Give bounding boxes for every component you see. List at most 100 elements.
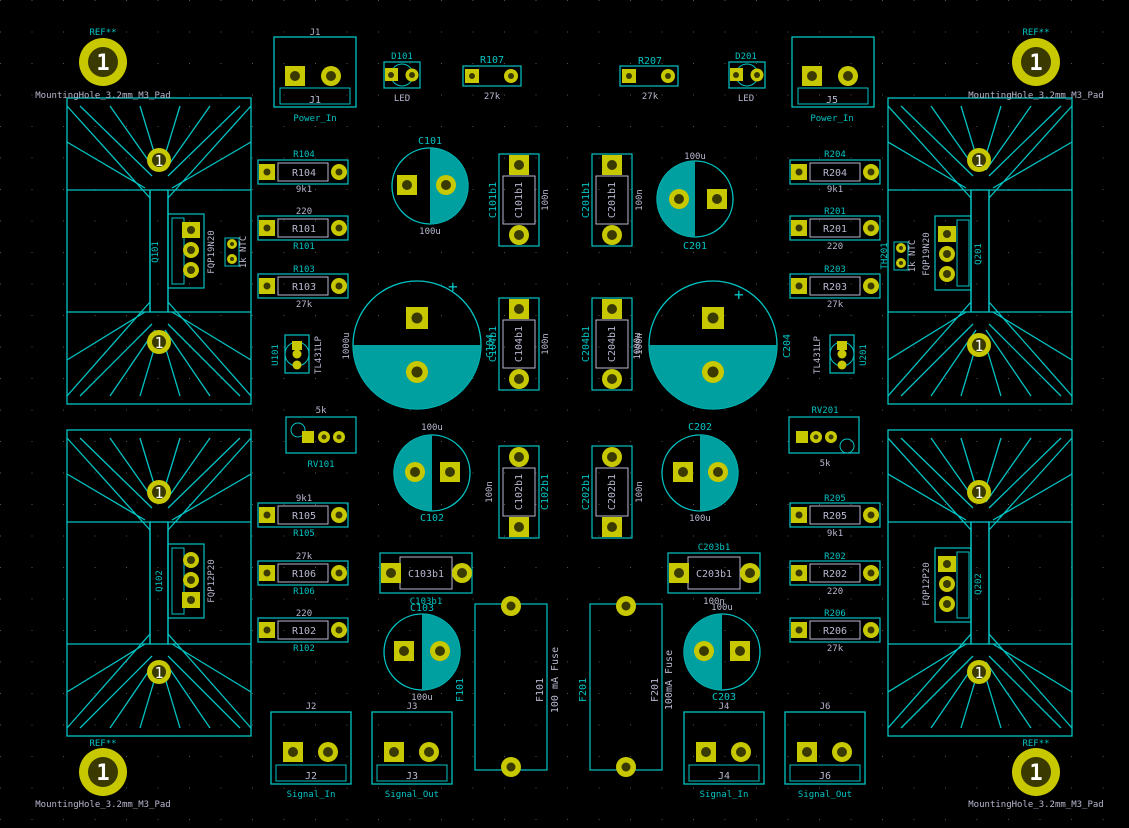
svg-text:R201: R201 (823, 224, 847, 235)
capacitor-c104[interactable]: + 1000u C104 (342, 277, 496, 410)
svg-text:RV201: RV201 (811, 406, 838, 416)
film-capacitor-c101b1[interactable]: C101b1 C101b1 100n (488, 153, 551, 247)
resistor-r101[interactable]: 220 R101 R101 (257, 207, 349, 252)
svg-text:1: 1 (1029, 761, 1042, 786)
resistor-r204[interactable]: R204 R204 9k1 (789, 150, 881, 195)
film-capacitor-c204b1[interactable]: C204b1 C204b1 100n (581, 297, 645, 391)
led-d201[interactable]: D201 LED (728, 52, 766, 104)
svg-text:J2: J2 (305, 771, 317, 782)
svg-text:R202: R202 (824, 552, 846, 562)
svg-text:1: 1 (154, 334, 163, 352)
film-capacitor-c201b1[interactable]: C201b1 C201b1 100n (581, 153, 645, 247)
svg-text:100n: 100n (635, 481, 645, 503)
svg-text:+: + (734, 285, 744, 304)
svg-text:TL431LP: TL431LP (314, 335, 324, 374)
svg-text:1: 1 (96, 761, 109, 786)
svg-text:C104b1: C104b1 (488, 326, 499, 362)
capacitor-c201[interactable]: 100u C201 (656, 152, 734, 252)
connector-j6[interactable]: J6 J6 Signal_Out (784, 702, 866, 800)
svg-text:100n: 100n (635, 333, 645, 355)
svg-text:R101: R101 (292, 224, 316, 235)
resistor-r201[interactable]: R201 R201 220 (789, 207, 881, 252)
film-capacitor-c102b1[interactable]: C102b1 C102b1 100n (485, 445, 551, 539)
heatsink-pad: 1 (147, 148, 171, 172)
capacitor-c204[interactable]: + 1000u C204 (633, 280, 793, 410)
fuse-f101[interactable]: F101 F101 100 mA Fuse (455, 596, 561, 777)
trimmer-rv101[interactable]: 5k RV101 (285, 406, 357, 470)
film-capacitor-c202b1[interactable]: C202b1 C202b1 100n (581, 445, 645, 539)
svg-text:R107: R107 (480, 55, 504, 66)
thermistor-th201[interactable]: TH201 1k NTC (880, 240, 918, 273)
svg-text:220: 220 (296, 609, 312, 619)
resistor-r207[interactable]: R207 27k (619, 56, 679, 102)
connector-j5[interactable]: J5 Power_In (791, 36, 875, 124)
capacitor-c101[interactable]: C101 100u (391, 136, 469, 237)
svg-text:27k: 27k (484, 92, 501, 102)
capacitor-c103[interactable]: C103 100u (383, 603, 461, 703)
mounting-hole-top-left[interactable]: REF** 1 MountingHole_3.2mm_M3_Pad (35, 28, 170, 101)
svg-text:C102b1: C102b1 (540, 474, 551, 510)
svg-text:1: 1 (96, 51, 109, 76)
capacitor-c202[interactable]: C202 100u (661, 422, 739, 524)
svg-text:100u: 100u (711, 603, 733, 613)
connector-j2[interactable]: J2 J2 Signal_In (270, 702, 352, 800)
resistor-r104[interactable]: R104 R104 9k1 (257, 150, 349, 195)
svg-text:1k NTC: 1k NTC (908, 240, 918, 273)
svg-text:R106: R106 (292, 569, 316, 580)
svg-text:Q202: Q202 (974, 573, 984, 595)
fuse-f201[interactable]: F201 F201 100mA Fuse (578, 596, 675, 777)
film-capacitor-c203b1[interactable]: C203b1 C203b1 100n (667, 543, 761, 607)
heatsink-top-right (887, 97, 1073, 405)
svg-text:+: + (448, 277, 458, 296)
thermistor-th101[interactable]: 1k NTC (224, 236, 249, 269)
transistor-q201[interactable]: FQP19N20 Q201 (922, 215, 984, 291)
resistor-r103[interactable]: R103 R103 27k (257, 265, 349, 310)
svg-text:1: 1 (154, 484, 163, 502)
svg-text:R102: R102 (292, 626, 316, 637)
svg-text:J3: J3 (407, 702, 418, 712)
trimmer-rv201[interactable]: RV201 5k (788, 406, 860, 469)
svg-text:J2: J2 (306, 702, 317, 712)
svg-text:100n: 100n (703, 597, 725, 607)
transistor-q101[interactable]: Q101 FQP19N20 (151, 213, 217, 289)
resistor-r203[interactable]: R203 R203 27k (789, 265, 881, 310)
capacitor-c102[interactable]: 100u C102 (393, 423, 471, 524)
transistor-q202[interactable]: FQP12P20 Q202 (922, 547, 984, 623)
film-capacitor-c103b1[interactable]: C103b1 C103b1 (379, 552, 473, 607)
film-capacitor-c104b1[interactable]: C104b1 C104b1 100n (488, 297, 551, 391)
svg-text:100mA Fuse: 100mA Fuse (664, 650, 675, 710)
resistor-r206[interactable]: R206 R206 27k (789, 609, 881, 654)
svg-text:1k NTC: 1k NTC (239, 236, 249, 269)
connector-j1[interactable]: J1 J1 Power_In (273, 28, 357, 124)
svg-text:C101b1: C101b1 (514, 182, 525, 218)
mounting-hole-bottom-left[interactable]: REF** 1 MountingHole_3.2mm_M3_Pad (35, 739, 170, 810)
svg-text:5k: 5k (316, 406, 327, 416)
regulator-u101[interactable]: U101 TL431LP (271, 334, 324, 374)
svg-text:J6: J6 (819, 771, 831, 782)
svg-text:R207: R207 (638, 56, 662, 67)
svg-text:220: 220 (827, 587, 843, 597)
resistor-r205[interactable]: R205 R205 9k1 (789, 494, 881, 539)
heatsink-bottom-left (66, 429, 252, 737)
connector-j4[interactable]: J4 J4 Signal_In (683, 702, 765, 800)
svg-text:C104: C104 (485, 334, 496, 358)
connector-j3[interactable]: J3 J3 Signal_Out (371, 702, 453, 800)
resistor-r202[interactable]: R202 R202 220 (789, 552, 881, 597)
svg-text:1000u: 1000u (633, 332, 643, 359)
heatsink-pad: 1 (967, 480, 991, 504)
mounting-hole-top-right[interactable]: REF** 1 MountingHole_3.2mm_M3_Pad (968, 28, 1103, 101)
capacitor-c203[interactable]: 100u C203 (683, 603, 761, 703)
regulator-u201[interactable]: TL431LP U201 (813, 334, 869, 374)
svg-text:R103: R103 (293, 265, 315, 275)
resistor-r105[interactable]: 9k1 R105 R105 (257, 494, 349, 539)
resistor-r102[interactable]: 220 R102 R102 (257, 609, 349, 654)
svg-text:C202: C202 (688, 422, 712, 433)
mounting-hole-bottom-right[interactable]: REF** 1 MountingHole_3.2mm_M3_Pad (968, 739, 1103, 810)
transistor-q102[interactable]: Q102 FQP12P20 (155, 543, 217, 619)
resistor-r106[interactable]: 27k R106 R106 (257, 552, 349, 597)
led-d101[interactable]: D101 LED (383, 52, 421, 104)
svg-text:C102b1: C102b1 (514, 474, 525, 510)
resistor-r107[interactable]: R107 27k (462, 55, 522, 102)
